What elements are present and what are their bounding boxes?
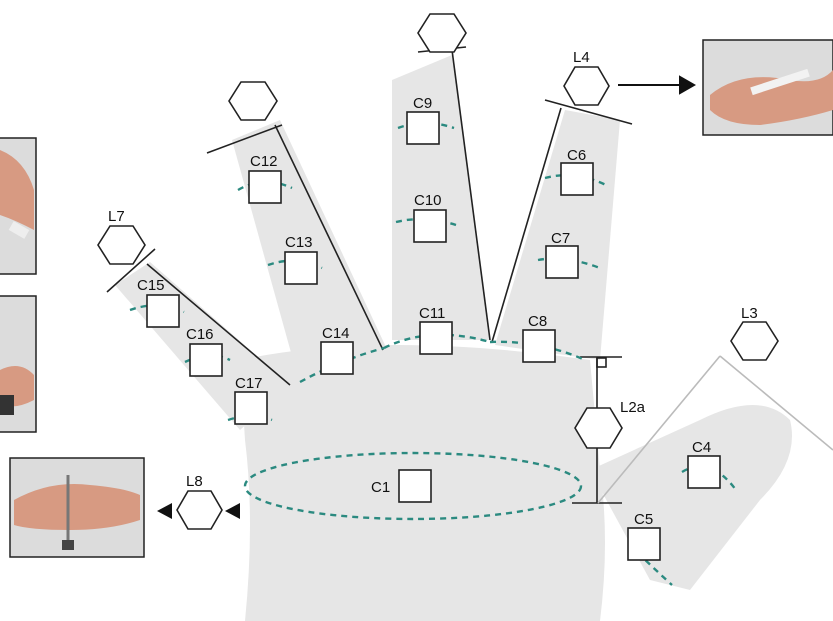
c1-circumference: [243, 451, 583, 521]
label-c11: C11: [419, 305, 445, 322]
photo-bottom-left: [9, 457, 145, 558]
hexagon-marker-icon: [176, 490, 223, 530]
arrowhead-left-icon: [157, 503, 172, 519]
square-marker-icon: [406, 111, 440, 145]
square-marker-icon: [398, 469, 432, 503]
label-c6: C6: [567, 147, 586, 164]
square-marker-icon: [627, 527, 661, 561]
label-c7: C7: [551, 230, 570, 247]
label-c1: C1: [371, 479, 390, 496]
label-c4: C4: [692, 439, 711, 456]
label-l4: L4: [573, 49, 590, 66]
hexagon-marker-icon: [730, 321, 779, 361]
square-marker-icon: [545, 245, 579, 279]
square-marker-icon: [413, 209, 447, 243]
square-marker-icon: [419, 321, 453, 355]
square-marker-icon: [284, 251, 318, 285]
square-marker-icon: [560, 162, 594, 196]
hexagon-marker-icon: [97, 225, 146, 265]
label-c12: C12: [250, 153, 278, 170]
photo-left-middle: [0, 295, 37, 433]
square-marker-icon: [248, 170, 282, 204]
label-l7: L7: [108, 208, 125, 225]
photo-top-right: [702, 39, 833, 136]
label-c16: C16: [186, 326, 214, 343]
arrowhead-left-icon: [225, 503, 240, 519]
hexagon-marker-icon: [228, 81, 278, 121]
square-marker-icon: [687, 455, 721, 489]
square-markers: [146, 111, 721, 561]
labels: C1 C4 C5 C6 C7 C8 C9 C10 C11 C12 C13 C14…: [108, 49, 758, 528]
square-marker-icon: [234, 391, 268, 425]
label-l3: L3: [741, 305, 758, 322]
label-l2a: L2a: [620, 399, 646, 416]
label-c5: C5: [634, 511, 653, 528]
label-c10: C10: [414, 192, 442, 209]
label-c17: C17: [235, 375, 263, 392]
circumference-dashes: [129, 121, 737, 586]
measurement-lines: [106, 46, 833, 504]
hexagon-markers: [97, 13, 779, 530]
hand-silhouette: [115, 55, 792, 621]
label-c14: C14: [322, 325, 350, 342]
hexagon-marker-icon: [574, 407, 623, 449]
arrows: [157, 75, 697, 519]
thumb-shape: [590, 405, 792, 590]
square-marker-icon: [522, 329, 556, 363]
arrow-right-icon: [679, 75, 697, 95]
label-c13: C13: [285, 234, 313, 251]
square-marker-icon: [146, 294, 180, 328]
label-c15: C15: [137, 277, 165, 294]
label-l8: L8: [186, 473, 203, 490]
square-marker-icon: [189, 343, 223, 377]
hexagon-marker-icon: [563, 66, 610, 106]
hexagon-marker-icon: [417, 13, 467, 53]
square-marker-icon: [320, 341, 354, 375]
photo-left-top: [0, 137, 37, 275]
label-c8: C8: [528, 313, 547, 330]
label-c9: C9: [413, 95, 432, 112]
